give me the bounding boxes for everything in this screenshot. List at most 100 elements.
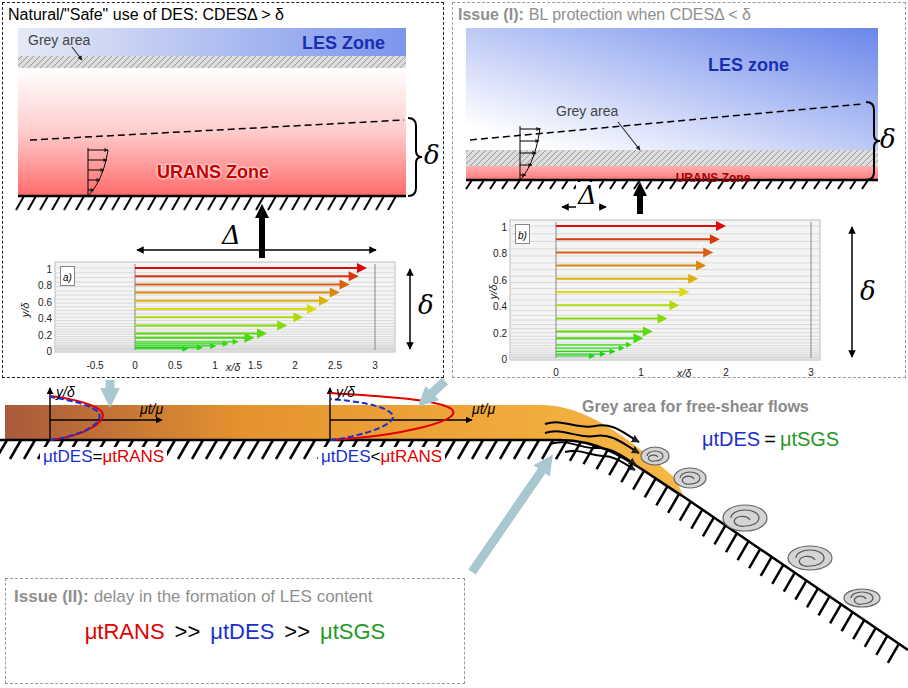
label: 0.6 [493, 275, 507, 286]
wall-hatch [819, 596, 830, 615]
wall-hatch [807, 588, 818, 607]
wall-hatch [0, 440, 7, 459]
grid-line [511, 226, 819, 227]
drawing-part [866, 102, 880, 180]
label-group: 3 [372, 355, 378, 373]
wall-hatch [136, 196, 144, 210]
wall-hatch [583, 445, 594, 464]
wall-hatch [472, 440, 483, 459]
velocity-arrow [135, 348, 185, 349]
drawing-part [56, 263, 394, 352]
grid-line [511, 342, 819, 343]
node-text: >> [284, 619, 310, 645]
wall-hatch [76, 196, 84, 210]
wall-hatch [703, 517, 714, 536]
label-group: 0 [501, 349, 507, 367]
text-line: μtRANS>>μtDES>>μtSGS [14, 619, 456, 645]
drawing-part [18, 56, 406, 68]
label: x/δ [226, 361, 241, 373]
wall-hatch [514, 440, 525, 459]
drawing-part [106, 380, 115, 394]
drawing-part [330, 399, 393, 440]
text-line: Issue (II):delay in the formation of LES… [14, 587, 456, 607]
wall-hatch [444, 440, 455, 459]
velocity-arrow [135, 316, 298, 318]
drawing-part [50, 396, 103, 440]
velocity-arrow-head [669, 300, 679, 310]
grid-line [511, 241, 819, 242]
text-line: Issue (I): BL protection when CDESΔ < δ [458, 6, 751, 24]
node-text: BL protection when CDESΔ < δ [529, 6, 751, 23]
label-group: 2.5 [328, 355, 342, 373]
label: δ [860, 276, 876, 306]
drawing-part [329, 388, 330, 440]
wall-hatch [64, 196, 72, 210]
wall-hatch [328, 196, 336, 210]
wall-hatch [670, 180, 676, 189]
wall-hatch [784, 573, 795, 592]
wall-hatch [388, 196, 396, 210]
grid-line [511, 357, 819, 358]
drawing-part [647, 451, 873, 604]
wall-hatch [778, 180, 784, 189]
wall-hatch [172, 196, 180, 210]
label-group: b) [515, 224, 530, 244]
velocity-arrow [135, 341, 236, 342]
wall-hatch [542, 440, 553, 459]
wall-hatch [304, 440, 315, 459]
panel: Natural/"Safe" use of DES: CDESΔ > δLES … [2, 2, 444, 378]
grid-line [511, 310, 819, 311]
label-group: μtDES<μtRANS [318, 447, 445, 467]
wall-hatch [738, 541, 749, 560]
velocity-arrow [135, 283, 345, 285]
velocity-arrow [556, 344, 629, 345]
grid-line [511, 355, 819, 356]
label: x/δ [677, 367, 692, 379]
drawing-part [137, 249, 376, 251]
grid-line [56, 313, 394, 314]
label: y/δ [336, 384, 355, 400]
wall-hatch [196, 196, 204, 210]
label-group: μt/μ [472, 400, 495, 418]
wall-hatch [52, 196, 60, 210]
velocity-arrow-head [626, 342, 632, 348]
drawing-part [520, 126, 540, 180]
velocity-arrow-head [319, 296, 329, 306]
label-group: μtDES=μtRANS [40, 447, 167, 467]
label: 0.8 [38, 280, 52, 291]
wall-hatch [853, 620, 864, 639]
label-group: 0.8 [38, 275, 52, 293]
velocity-arrow-head [307, 304, 317, 314]
wall-hatch [88, 196, 96, 210]
label-group: Grey area [556, 102, 618, 120]
label-group: 0 [553, 362, 559, 380]
label: Grey area for free-shear flows [582, 398, 809, 415]
label: δ [424, 140, 440, 170]
drawing-part [466, 28, 878, 150]
wall-hatch [802, 180, 808, 189]
node-text: Issue (I): [458, 6, 524, 23]
label: Grey area [28, 32, 90, 48]
label-group: 0 [46, 341, 52, 359]
drawing-part [409, 269, 411, 349]
drawing-part [520, 129, 540, 130]
grid-line [511, 332, 819, 333]
velocity-arrow-head [643, 327, 653, 337]
velocity-arrow [135, 308, 312, 310]
label: δ [880, 124, 896, 154]
drawing-part [520, 153, 536, 154]
wall-hatch [714, 525, 725, 544]
grid-line [56, 290, 394, 291]
velocity-arrow [556, 291, 684, 293]
text-line: LES Zone [302, 33, 385, 54]
wall-hatch [486, 440, 497, 459]
wall-hatch [206, 440, 217, 459]
text-line: URANS Zone [676, 168, 751, 186]
velocity-arrow [135, 300, 324, 302]
wall-hatch [256, 196, 264, 210]
grid-line [56, 349, 394, 350]
drawing-part [466, 179, 878, 182]
urans-zone-band: URANS Zone [467, 167, 879, 186]
drawing-part [545, 422, 639, 470]
label-group: Grey area for free-shear flows [582, 398, 809, 416]
